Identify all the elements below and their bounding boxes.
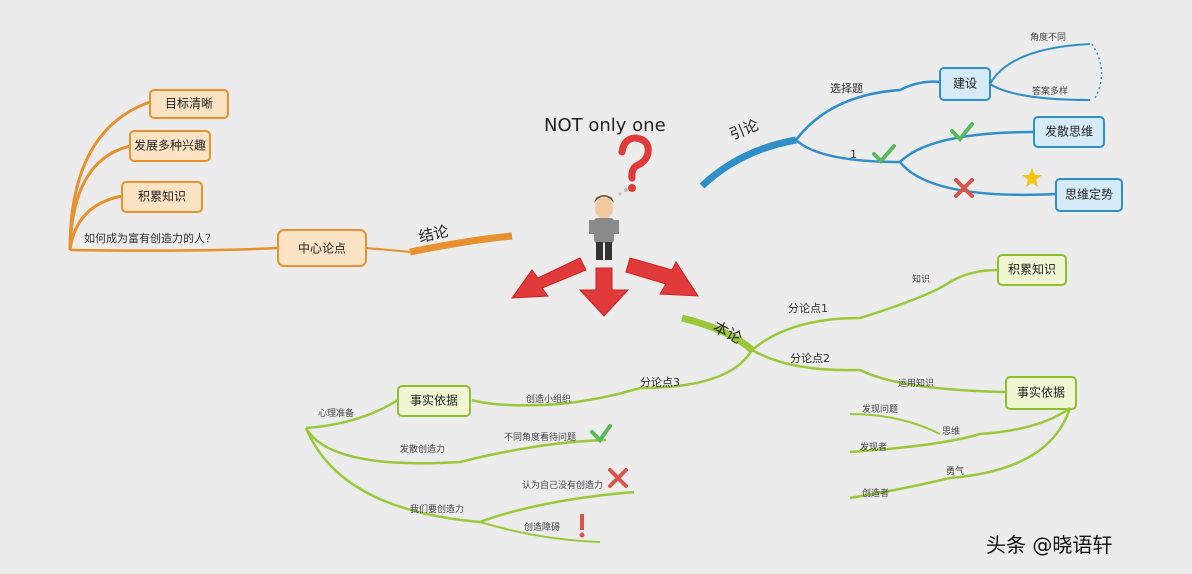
point2-label: 分论点2 <box>790 351 830 365</box>
p3-leaf-we-need: 我们要创造力 <box>410 503 464 515</box>
title-text: NOT only one <box>544 115 666 136</box>
p3-leaf-divergent: 发散创造力 <box>400 443 445 455</box>
branch-body <box>681 314 755 353</box>
star-icon <box>1022 168 1042 187</box>
box-goal[interactable] <box>149 89 229 119</box>
box-divergent-label: 发散思维 <box>1045 124 1093 139</box>
box-fact-2[interactable] <box>1005 376 1077 410</box>
box-goal-label: 目标清晰 <box>165 97 213 111</box>
person-icon <box>589 195 619 260</box>
box-mindset-label: 思维定势 <box>1065 187 1113 202</box>
p2-leaf-discoverer: 发现者 <box>860 441 887 453</box>
box-accumulate-label: 积累知识 <box>1008 263 1056 277</box>
point1-label: 分论点1 <box>788 301 828 315</box>
box-fact-2-label: 事实依据 <box>1017 385 1065 400</box>
box-mindset[interactable] <box>1055 178 1123 212</box>
sub-one-label: 1 <box>850 148 857 161</box>
leaf-diverse-answers: 答案多样 <box>1032 85 1068 97</box>
check-icon <box>872 144 896 164</box>
arrow-right-icon <box>625 257 699 297</box>
leaf-different-angle: 角度不同 <box>1030 31 1066 43</box>
p3-leaf-angles: 不同角度看待问题 <box>504 431 576 443</box>
branch-conclusion-label: 结论 <box>417 222 450 246</box>
p2-leaf-thinking: 思维 <box>942 425 960 437</box>
point3-leaf: 创造小组织 <box>526 393 571 405</box>
branch-intro <box>699 136 797 189</box>
exclamation-icon <box>579 514 585 538</box>
box-interests-label: 发展多种兴趣 <box>134 138 206 153</box>
check-icon <box>590 424 612 444</box>
check-icon <box>950 122 974 142</box>
box-accumulate[interactable] <box>997 254 1067 286</box>
branch-intro-label: 引论 <box>727 116 762 144</box>
question-text: 如何成为富有创造力的人？ <box>84 231 216 245</box>
arrow-left-icon <box>510 257 587 299</box>
center-argument-label: 中心论点 <box>298 241 346 256</box>
box-divergent[interactable] <box>1033 116 1105 148</box>
p2-leaf-courage: 勇气 <box>946 465 964 477</box>
p3-leaf-no-creativity: 认为自己没有创造力 <box>522 479 603 491</box>
p2-leaf-discover: 发现问题 <box>862 403 898 415</box>
watermark: 头条 @晓语轩 <box>986 533 1112 557</box>
point1-leaf: 知识 <box>912 273 930 285</box>
arrow-down-icon <box>578 267 630 317</box>
cross-icon <box>954 178 974 198</box>
p3-leaf-mental: 心理准备 <box>318 407 354 419</box>
question-mark-icon <box>618 134 652 196</box>
p3-leaf-obstacle: 创造障碍 <box>524 521 560 533</box>
point3-label: 分论点3 <box>640 375 680 389</box>
p2-leaf-creator: 创造者 <box>862 487 889 499</box>
box-interests[interactable] <box>129 130 211 162</box>
branch-conclusion <box>409 232 513 256</box>
box-knowledge-label: 积累知识 <box>138 190 186 204</box>
cross-icon <box>608 468 628 488</box>
box-knowledge[interactable] <box>121 181 203 213</box>
point2-leaf: 运用知识 <box>898 377 934 389</box>
box-build-label: 建设 <box>953 77 977 91</box>
sub-choice-label: 选择题 <box>830 81 863 95</box>
box-fact-3-label: 事实依据 <box>410 393 458 408</box>
